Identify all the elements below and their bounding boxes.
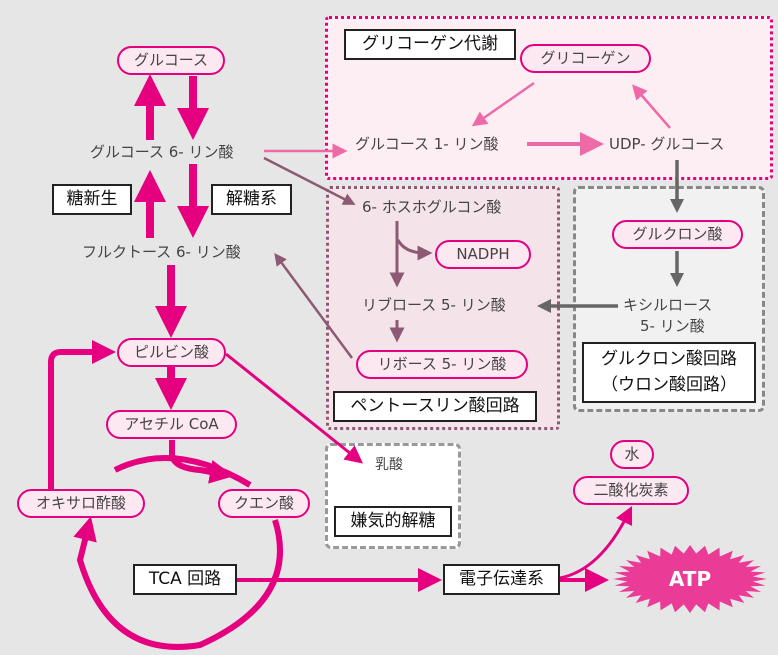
node-ribulose-5-phosphate: リブロース 5- リン酸 xyxy=(362,296,506,314)
arrow-pyruvate-to-lactate xyxy=(225,352,364,464)
arrow-ribose5p-to-f6p xyxy=(274,252,354,359)
node-carbon-dioxide: 二酸化炭素 xyxy=(573,476,689,505)
label-electron-transport-chain: 電子伝達系 xyxy=(443,564,560,595)
node-glycogen: グリコーゲン xyxy=(520,44,651,73)
node-atp: ATP xyxy=(668,567,712,591)
arrow-etc-to-co2 xyxy=(559,505,633,580)
region-title-anaerobic-glycolysis: 嫌気的解糖 xyxy=(334,506,452,537)
arrow-udpglucose-to-glycogen xyxy=(632,84,671,129)
region-title-pentose-phosphate: ペントースリン酸回路 xyxy=(333,391,537,422)
arrow-acetylcoa-to-citrate xyxy=(169,440,234,484)
atp-starburst xyxy=(613,545,767,613)
node-pyruvate: ピルビン酸 xyxy=(117,338,226,367)
node-nadph: NADPH xyxy=(435,240,531,269)
arrow-g6p-to-phosphogluconate xyxy=(263,156,356,205)
region-title-glucuronic-line2: （ウロン酸回路） xyxy=(601,375,737,395)
node-water: 水 xyxy=(610,440,654,469)
node-6-phosphogluconate: 6- ホスホグルコン酸 xyxy=(362,198,502,216)
region-title-glycogen: グリコーゲン代謝 xyxy=(344,29,516,60)
tca-cycle-lower xyxy=(73,516,283,650)
label-tca-cycle: TCA 回路 xyxy=(133,564,237,595)
node-fructose-6-phosphate: フルクトース 6- リン酸 xyxy=(82,243,241,261)
node-lactate: 乳酸 xyxy=(375,457,403,473)
arrow-to-nadph xyxy=(396,239,433,261)
node-acetyl-coa: アセチル CoA xyxy=(106,410,237,439)
region-title-glucuronic-acid: グルクロン酸回路 （ウロン酸回路） xyxy=(582,342,756,403)
node-glucose-1-phosphate: グルコース 1- リン酸 xyxy=(355,135,499,153)
tca-cycle-ring xyxy=(113,455,252,488)
node-xylulose-5-phosphate-line2: 5- リン酸 xyxy=(640,317,705,335)
pentose-phosphate-region xyxy=(326,186,560,430)
node-oxaloacetate: オキサロ酢酸 xyxy=(17,489,145,518)
node-xylulose-5-phosphate-line1: キシルロース xyxy=(623,296,713,314)
arrow-glycogen-to-g1p xyxy=(471,81,535,127)
label-gluconeogenesis: 糖新生 xyxy=(52,184,132,215)
arrow-oxaloacetate-to-pyruvate xyxy=(48,340,116,490)
node-citrate: クエン酸 xyxy=(218,489,310,518)
region-title-glucuronic-line1: グルクロン酸回路 xyxy=(601,349,737,369)
node-glucose: グルコース xyxy=(117,46,225,75)
node-udp-glucose: UDP- グルコース xyxy=(609,135,725,153)
label-glycolysis: 解糖系 xyxy=(211,184,292,215)
node-glucuronic-acid: グルクロン酸 xyxy=(612,220,743,249)
node-ribose-5-phosphate: リボース 5- リン酸 xyxy=(356,350,528,379)
node-glucose-6-phosphate: グルコース 6- リン酸 xyxy=(90,143,234,161)
